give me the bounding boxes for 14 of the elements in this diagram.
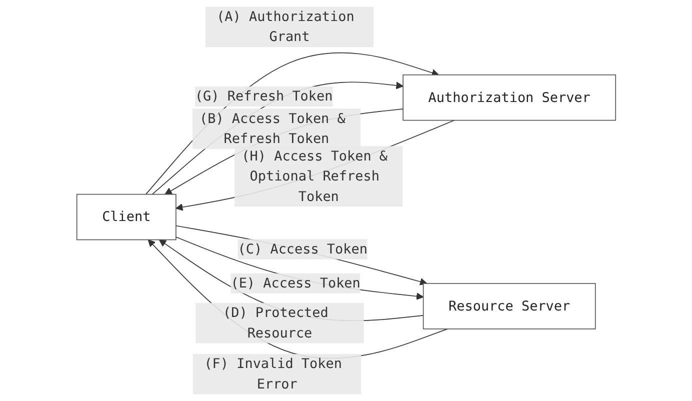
arrow [158,239,424,322]
edge-label: (H) Access Token & Optional Refresh Token [241,148,388,204]
node-box: Client [76,194,176,240]
edge-label: (A) Authorization Grant [216,8,354,45]
edge-label: (F) Invalid Token Error [204,356,342,392]
arrow [175,236,424,300]
node-box: Resource Server [422,283,596,330]
node-box: Authorization Server [402,74,616,121]
edge-label: (D) Protected Resource [222,304,328,341]
edge-label: (C) Access Token [238,240,368,257]
arrow [175,225,427,286]
edge-label: (B) Access Token & Refresh Token [199,110,346,146]
edge-label: (E) Access Token [230,274,360,291]
edge-label: (G) Refresh Token [194,88,332,104]
